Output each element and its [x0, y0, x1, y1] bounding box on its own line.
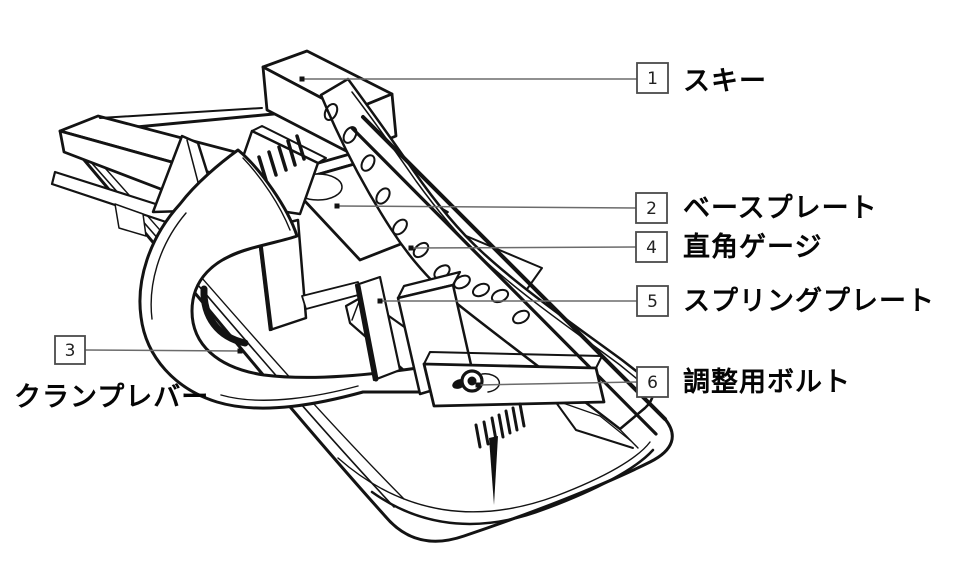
callout-label-spring-plate: スプリングプレート [683, 285, 935, 317]
callout-4: 4 直角ゲージ [408, 231, 822, 263]
callout-2: 2 ベースプレート [334, 192, 878, 224]
callout-number-2: 2 [646, 199, 657, 219]
callout-label-ski: スキー [683, 66, 767, 97]
callout-box-2 [635, 192, 668, 224]
callout-number-1: 1 [647, 69, 658, 89]
callout-label-clamp-lever: クランプレバー [14, 382, 209, 413]
callout-1: 1 スキー [299, 62, 767, 97]
callout-label-angle-gauge: 直角ゲージ [683, 231, 822, 263]
grip-hatch-marks [474, 402, 526, 505]
callout-6: 6 調整用ボルト [475, 366, 851, 398]
callout-box-5 [636, 285, 669, 317]
callout-number-4: 4 [646, 238, 657, 258]
callout-number-3: 3 [65, 341, 76, 361]
callout-3: 3 クランプレバー [14, 335, 243, 413]
callout-5: 5 スプリングプレート [377, 285, 935, 317]
callout-box-3 [54, 335, 86, 365]
callout-box-4 [635, 231, 668, 263]
callout-box-6 [636, 366, 669, 398]
callout-number-6: 6 [647, 373, 658, 393]
serration-teeth [257, 134, 306, 182]
gauge-slot-holes [323, 103, 530, 325]
callout-box-1 [636, 62, 669, 94]
callout-label-base-plate: ベースプレート [683, 193, 878, 224]
callout-number-5: 5 [647, 292, 658, 312]
callout-label-adjustment-bolt: 調整用ボルト [683, 366, 851, 398]
